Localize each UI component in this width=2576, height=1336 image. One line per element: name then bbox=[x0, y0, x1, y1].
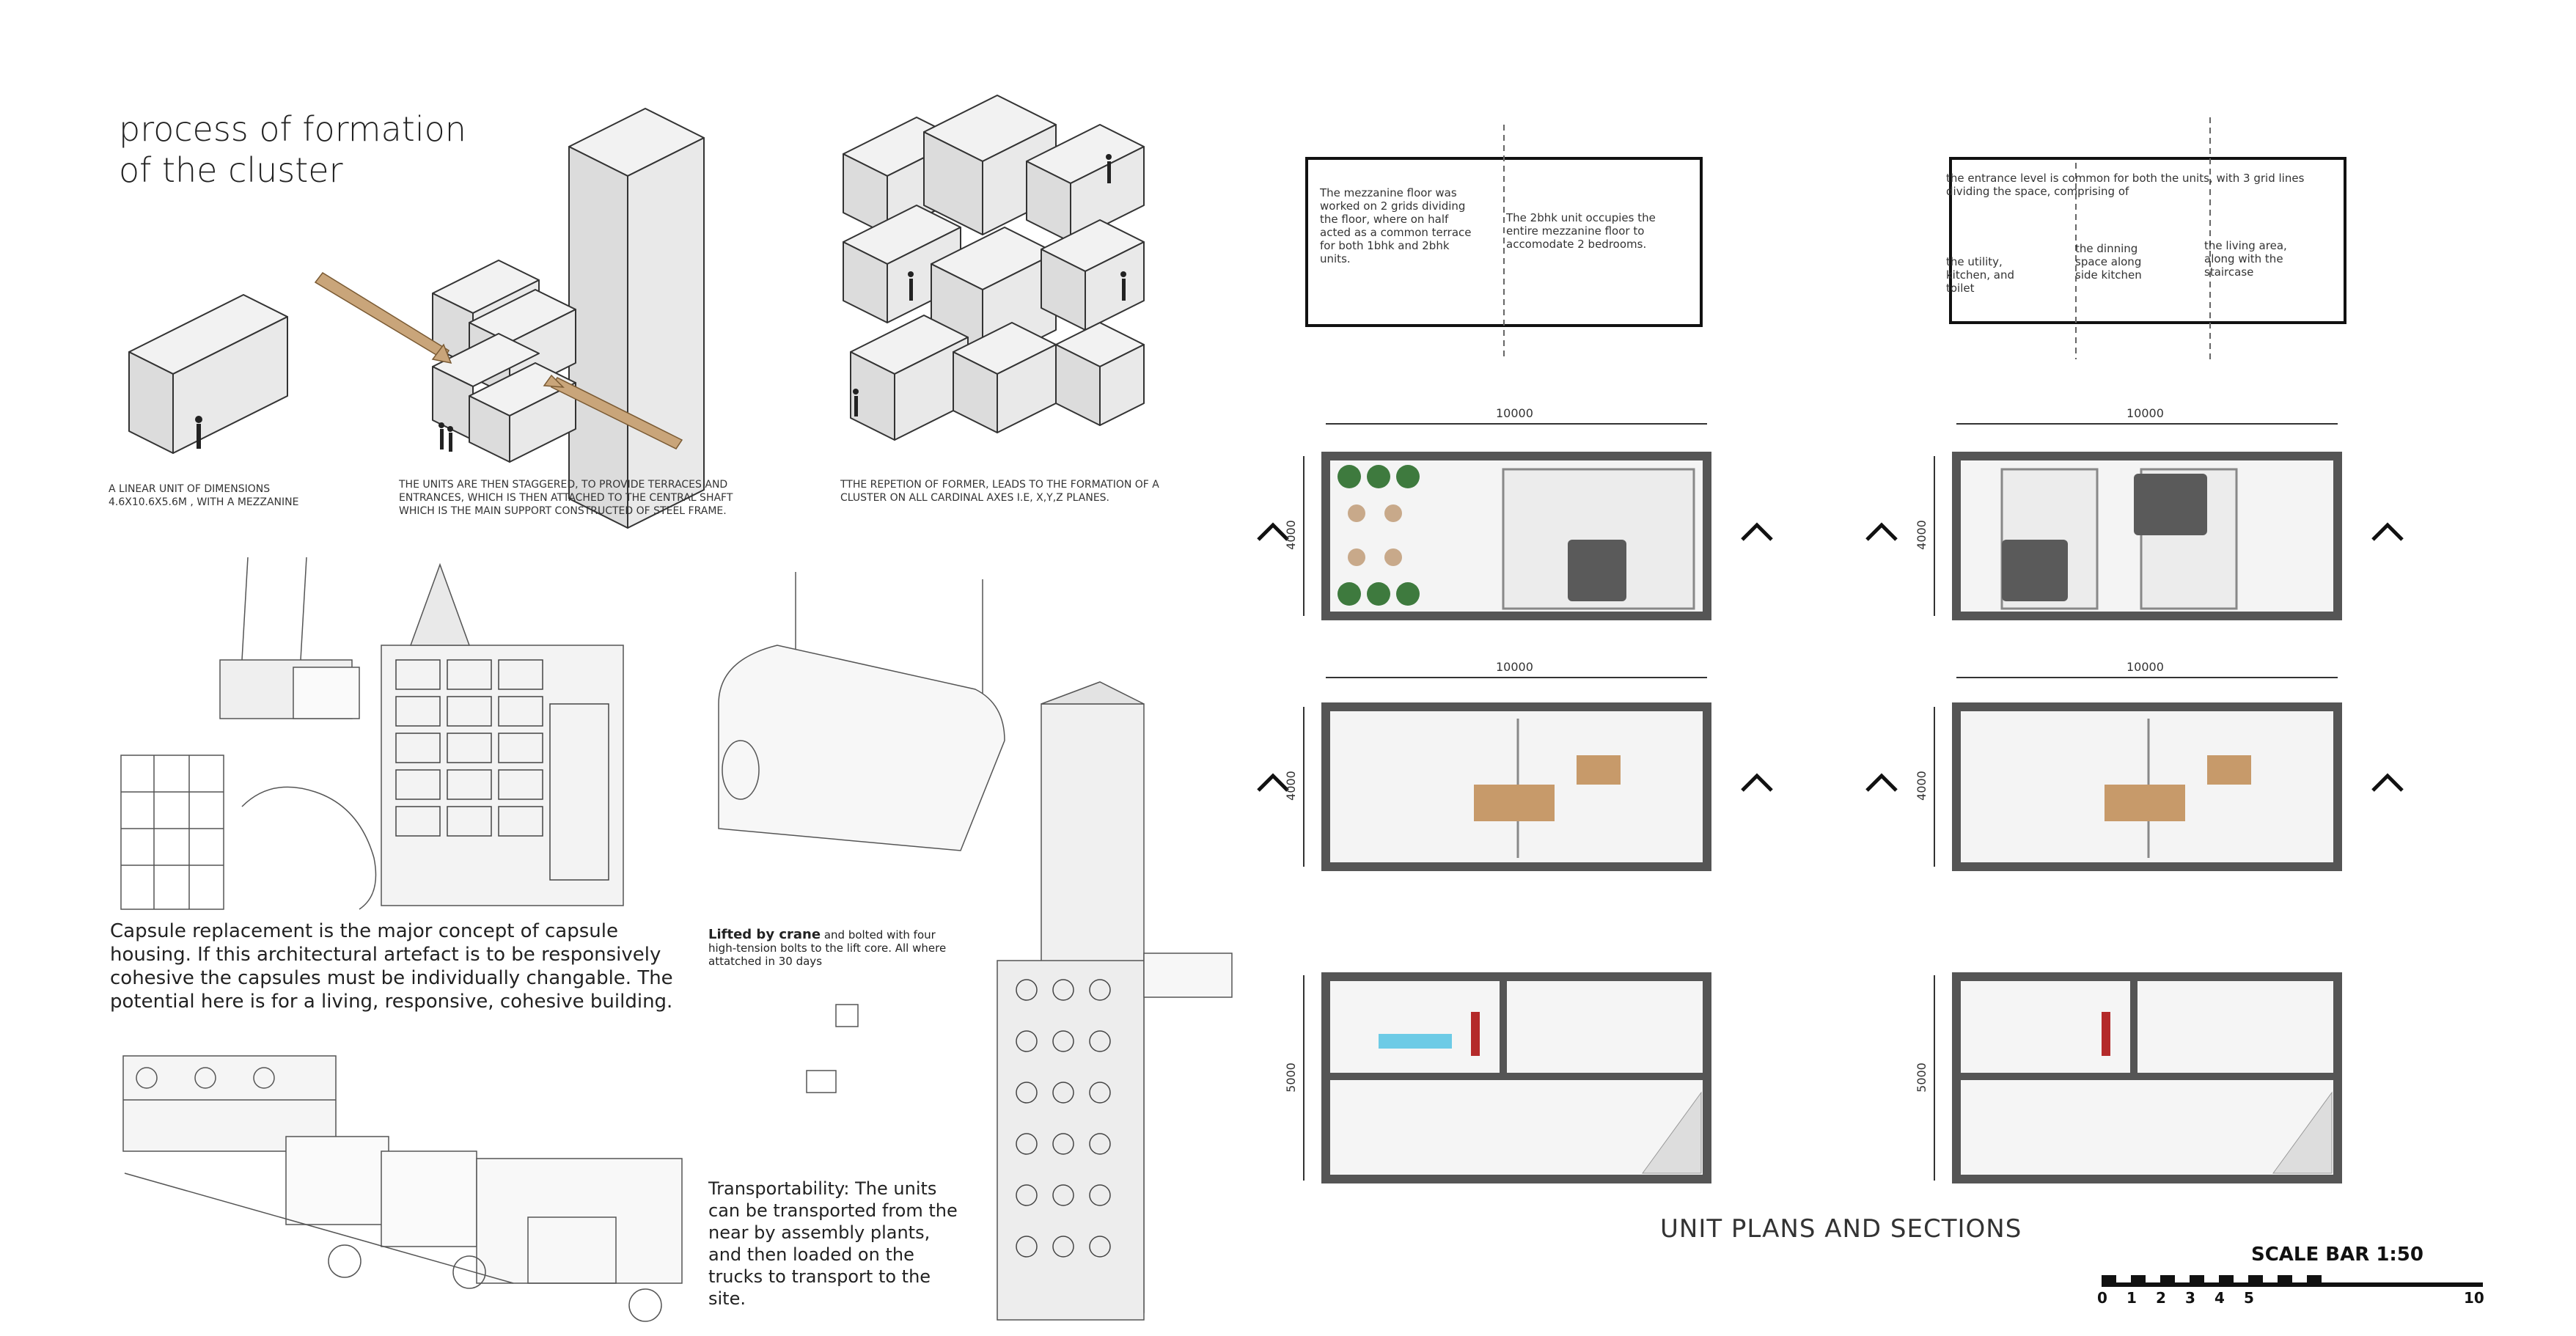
unit-plans bbox=[1257, 423, 2404, 1181]
truck-sketch bbox=[122, 1055, 683, 1322]
caption-repetition: TTHE REPETION OF FORMER, LEADS TO THE FO… bbox=[840, 479, 1159, 504]
crane-label-bold: Lifted by crane bbox=[708, 927, 821, 942]
capsule-sketch bbox=[120, 557, 624, 910]
plan3-length-dim: 10000 bbox=[1496, 660, 1533, 674]
note-entrance-col3: the living area, along with the staircas… bbox=[2204, 239, 2287, 279]
scale-tick-4: 4 bbox=[2214, 1289, 2225, 1307]
unit-sections bbox=[1321, 972, 2342, 1183]
section2-height-dim: 5000 bbox=[1914, 1062, 1929, 1093]
plan2-width-dim: 4000 bbox=[1914, 520, 1929, 550]
formation-arrows bbox=[314, 272, 683, 449]
scale-tick-5: 5 bbox=[2244, 1289, 2254, 1307]
plan4-width-dim: 4000 bbox=[1914, 771, 1929, 801]
capsule-replacement-text: Capsule replacement is the major concept… bbox=[110, 920, 673, 1013]
scale-title: SCALE BAR 1:50 bbox=[2251, 1244, 2423, 1266]
cluster-model bbox=[843, 95, 1145, 441]
plan1-length-dim: 10000 bbox=[1496, 406, 1533, 420]
scale-tick-3: 3 bbox=[2185, 1289, 2195, 1307]
title-line-1: process of formation bbox=[119, 109, 466, 149]
transport-text: Transportability: The units can be trans… bbox=[708, 1178, 958, 1309]
caption-linear-unit: A LINEAR UNIT OF DIMENSIONS 4.6X10.6X5.6… bbox=[109, 483, 299, 508]
plans-heading: UNIT PLANS AND SECTIONS bbox=[1660, 1214, 2022, 1244]
caption-staggered: THE UNITS ARE THEN STAGGERED, TO PROVIDE… bbox=[399, 479, 733, 517]
note-entrance-col1: the utility, kitchen, and toilet bbox=[1946, 255, 2014, 295]
note-mezzanine-right: The 2bhk unit occupies the entire mezzan… bbox=[1506, 211, 1656, 251]
crane-capsule-sketch bbox=[718, 572, 1233, 1321]
plan3-width-dim: 4000 bbox=[1283, 771, 1298, 801]
plan1-width-dim: 4000 bbox=[1283, 520, 1298, 550]
central-shaft bbox=[568, 108, 705, 529]
scale-tick-2: 2 bbox=[2156, 1289, 2166, 1307]
staggered-units bbox=[432, 260, 576, 463]
note-mezzanine-left: The mezzanine floor was worked on 2 grid… bbox=[1320, 186, 1472, 265]
title-line-2: of the cluster bbox=[119, 150, 343, 190]
grid-dashes bbox=[1503, 117, 2211, 359]
linear-unit-box bbox=[128, 294, 288, 454]
plan2-length-dim: 10000 bbox=[2127, 406, 2164, 420]
crane-label: Lifted by crane and bolted with four hig… bbox=[708, 927, 950, 969]
note-entrance-top: the entrance level is common for both th… bbox=[1946, 172, 2305, 198]
scale-tick-1: 1 bbox=[2127, 1289, 2137, 1307]
scale-tick-10: 10 bbox=[2464, 1289, 2484, 1307]
scale-tick-0: 0 bbox=[2097, 1289, 2107, 1307]
scale-bar bbox=[2102, 1275, 2483, 1287]
note-entrance-col2: the dinning space along side kitchen bbox=[2075, 242, 2142, 282]
crane-label-rest: and bolted with four high-tension bolts … bbox=[708, 928, 947, 968]
plan4-length-dim: 10000 bbox=[2127, 660, 2164, 674]
human-figures bbox=[195, 154, 1126, 452]
section1-height-dim: 5000 bbox=[1283, 1062, 1298, 1093]
page-title: process of formation of the cluster bbox=[119, 109, 466, 191]
